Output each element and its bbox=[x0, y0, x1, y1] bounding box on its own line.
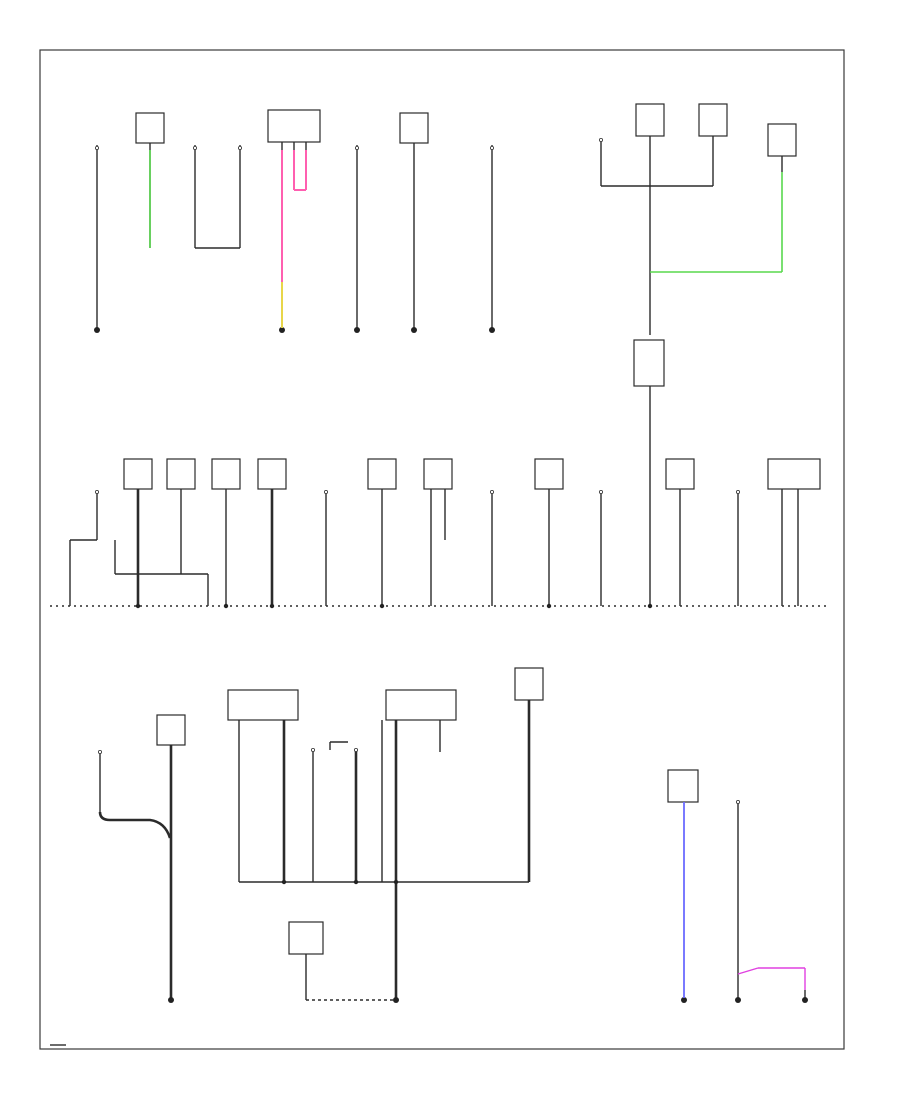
splice-dot bbox=[135, 603, 141, 609]
component-box bbox=[534, 458, 564, 490]
component-box bbox=[698, 103, 728, 137]
ground-circuit-7 bbox=[227, 667, 544, 1003]
connector-block bbox=[633, 339, 665, 387]
component-box bbox=[635, 103, 665, 137]
component-box bbox=[211, 458, 241, 490]
splice-dot bbox=[353, 879, 359, 885]
connector-pin bbox=[736, 800, 741, 805]
splice-dot bbox=[393, 879, 399, 885]
component-box bbox=[166, 458, 196, 490]
connector-pin bbox=[489, 489, 494, 494]
splice-dot bbox=[223, 603, 229, 609]
splice-dot bbox=[546, 603, 552, 609]
component-box bbox=[514, 667, 544, 701]
ground-point bbox=[681, 997, 687, 1003]
component-box bbox=[257, 458, 287, 490]
connector-pin bbox=[353, 748, 358, 753]
ground-circuit-8 bbox=[667, 769, 808, 1003]
splice-dot bbox=[281, 879, 287, 885]
component-box bbox=[135, 112, 165, 144]
ground-point bbox=[735, 997, 741, 1003]
connector-pin bbox=[599, 489, 604, 494]
ground-point bbox=[94, 327, 100, 333]
component-box bbox=[399, 112, 429, 144]
splice-dot bbox=[269, 603, 275, 609]
component-box bbox=[767, 458, 821, 490]
component-box bbox=[423, 458, 453, 490]
component-box bbox=[767, 123, 797, 157]
ground-point bbox=[489, 327, 495, 333]
connector-pin bbox=[354, 145, 359, 150]
splice-dot bbox=[379, 603, 385, 609]
ground-circuit-2 bbox=[267, 109, 321, 333]
component-box bbox=[267, 109, 321, 143]
component-box bbox=[665, 458, 695, 490]
component-box bbox=[123, 458, 153, 490]
ground-point bbox=[411, 327, 417, 333]
splice-dot bbox=[647, 603, 653, 609]
colored-wires bbox=[149, 150, 806, 998]
ground-point bbox=[802, 997, 808, 1003]
component-box bbox=[385, 689, 457, 721]
top-section bbox=[94, 103, 797, 606]
component-box bbox=[367, 458, 397, 490]
connector-pin bbox=[192, 145, 197, 150]
ground-circuit-5 bbox=[600, 103, 797, 606]
ground-point bbox=[168, 997, 174, 1003]
connector-pin bbox=[95, 145, 100, 150]
ground-circuit-3 bbox=[354, 112, 429, 333]
ground-point bbox=[279, 327, 285, 333]
connector-pin bbox=[237, 145, 242, 150]
ground-circuit-4 bbox=[489, 145, 495, 333]
wire bbox=[98, 811, 172, 839]
component-box bbox=[288, 921, 324, 955]
connectors bbox=[95, 137, 741, 805]
connector-pin bbox=[98, 750, 103, 755]
ground-circuit-6 bbox=[98, 714, 186, 1003]
ground-point bbox=[354, 327, 360, 333]
connector-pin bbox=[599, 137, 604, 142]
ground-circuit-1 bbox=[94, 112, 241, 333]
ground-point bbox=[393, 997, 399, 1003]
component-box bbox=[156, 714, 186, 746]
connector-pin bbox=[310, 748, 315, 753]
middle-section bbox=[50, 458, 830, 609]
diagram-frame bbox=[39, 49, 845, 1050]
component-box bbox=[667, 769, 699, 803]
connector-pin bbox=[95, 489, 100, 494]
connector-pin bbox=[489, 145, 494, 150]
wire-magenta bbox=[737, 967, 759, 975]
connector-pin bbox=[736, 489, 741, 494]
connector-pin bbox=[323, 489, 328, 494]
bottom-section bbox=[98, 667, 808, 1003]
component-box bbox=[227, 689, 299, 721]
